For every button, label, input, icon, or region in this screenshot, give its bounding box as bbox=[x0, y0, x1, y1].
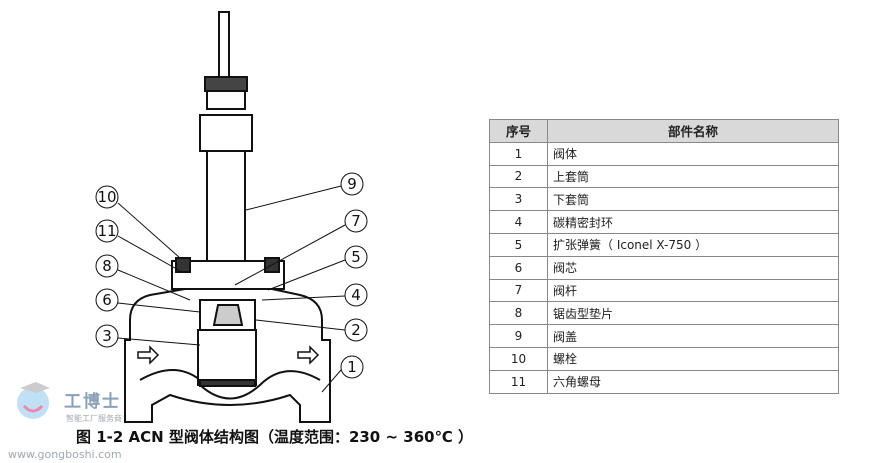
part-index: 8 bbox=[489, 301, 548, 326]
part-index: 9 bbox=[489, 324, 548, 348]
lower-sleeve bbox=[197, 329, 257, 386]
part-index: 5 bbox=[489, 232, 548, 257]
part-name: 下套筒 bbox=[547, 187, 839, 212]
mascot-icon bbox=[17, 382, 50, 419]
callout-6: 6 bbox=[95, 288, 119, 312]
figure-caption: 图 1-2 ACN 型阀体结构图（温度范围：230 ~ 360℃ ） bbox=[76, 428, 473, 446]
callout-4: 4 bbox=[344, 283, 368, 307]
callout-2: 2 bbox=[344, 318, 368, 342]
callout-label: 10 bbox=[97, 188, 116, 206]
part-name: 锯齿型垫片 bbox=[547, 301, 839, 326]
header-part-name: 部件名称 bbox=[547, 119, 839, 143]
callout-5: 5 bbox=[344, 245, 368, 269]
callout-10: 10 bbox=[95, 185, 119, 209]
part-name: 六角螺母 bbox=[547, 369, 839, 394]
callout-label: 1 bbox=[347, 358, 357, 376]
valve-body bbox=[124, 288, 331, 423]
part-name: 阀芯 bbox=[547, 255, 839, 280]
callout-label: 4 bbox=[351, 286, 361, 304]
part-name: 螺栓 bbox=[547, 346, 839, 371]
callout-label: 11 bbox=[97, 222, 116, 240]
callout-1: 1 bbox=[340, 355, 364, 379]
part-name: 阀盖 bbox=[547, 324, 839, 348]
watermark-logo: 工博士 智能工厂服务商 www.gongboshi.com bbox=[8, 378, 122, 463]
callout-label: 8 bbox=[102, 257, 112, 275]
callout-label: 3 bbox=[102, 327, 112, 345]
bonnet-block bbox=[199, 114, 253, 152]
valve-diagram: 10 11 8 6 3 9 7 5 4 2 1 bbox=[95, 11, 368, 423]
part-index: 1 bbox=[489, 141, 548, 166]
part-index: 11 bbox=[489, 369, 548, 394]
part-name: 阀体 bbox=[547, 141, 839, 166]
part-index: 3 bbox=[489, 187, 548, 212]
part-index: 4 bbox=[489, 210, 548, 234]
part-index: 7 bbox=[489, 278, 548, 303]
watermark-url: www.gongboshi.com bbox=[8, 448, 122, 461]
bonnet bbox=[206, 150, 246, 262]
callout-7: 7 bbox=[344, 209, 368, 233]
callout-label: 6 bbox=[102, 291, 112, 309]
part-name: 碳精密封环 bbox=[547, 210, 839, 234]
callout-8: 8 bbox=[95, 254, 119, 278]
watermark-name: 工博士 bbox=[64, 392, 121, 412]
callout-9: 9 bbox=[340, 172, 364, 196]
callout-label: 5 bbox=[351, 248, 361, 266]
part-name: 阀杆 bbox=[547, 278, 839, 303]
part-index: 6 bbox=[489, 255, 548, 280]
callout-11: 11 bbox=[95, 219, 119, 243]
valve-stem bbox=[218, 11, 230, 78]
part-name: 扩张弹簧（ Iconel X-750 ） bbox=[547, 232, 839, 257]
part-index: 2 bbox=[489, 164, 548, 189]
callout-label: 2 bbox=[351, 321, 361, 339]
header-index: 序号 bbox=[489, 119, 548, 143]
part-name: 上套筒 bbox=[547, 164, 839, 189]
callout-label: 9 bbox=[347, 175, 357, 193]
part-index: 10 bbox=[489, 346, 548, 371]
callout-3: 3 bbox=[95, 324, 119, 348]
callout-label: 7 bbox=[351, 212, 361, 230]
watermark-slogan: 智能工厂服务商 bbox=[66, 414, 122, 423]
